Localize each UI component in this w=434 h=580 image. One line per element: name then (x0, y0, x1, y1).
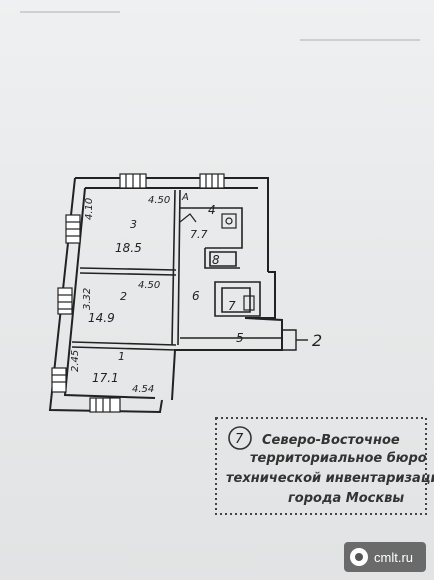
room-1-side-dim: 2.45 (70, 350, 81, 372)
stamp-line-2: территориальное бюро (250, 451, 427, 466)
room-6-number: 6 (192, 289, 200, 303)
room-5-number: 5 (236, 331, 244, 345)
room-8-number: 8 (212, 253, 220, 267)
room-2-side-dim: 3.32 (82, 288, 93, 310)
fixtures (179, 213, 255, 311)
stamp-number-circle (228, 426, 252, 450)
watermark-text: cmlt.ru (374, 549, 413, 565)
room-3-area: 18.5 (115, 241, 142, 255)
room-4-number: 4 (208, 203, 216, 217)
room-3-side-dim: 4.10 (84, 198, 95, 220)
room-1-dim: 4.54 (132, 384, 154, 395)
letter-a: А (181, 192, 189, 203)
room-1-area: 17.1 (92, 371, 119, 385)
room-1-number: 1 (118, 350, 125, 363)
room-3-number: 3 (130, 218, 137, 231)
room-2-number: 2 (120, 290, 127, 303)
site-watermark: cmlt.ru (344, 542, 426, 572)
room-2-dim: 4.50 (138, 280, 160, 291)
stamp-line-4: города Москвы (288, 491, 404, 506)
room-7-number: 7 (228, 299, 236, 313)
stamp-number: 7 (235, 432, 244, 447)
room-3-dim: 4.50 (148, 195, 170, 206)
windows (51, 173, 225, 413)
bti-stamp (215, 417, 427, 515)
interior-walls (71, 189, 282, 351)
outside-mark: 2 (312, 331, 322, 350)
camera-icon (350, 548, 368, 566)
room-2-area: 14.9 (88, 311, 115, 325)
stamp-line-1: Северо-Восточное (262, 433, 400, 448)
stamp-line-3: технической инвентаризации (226, 471, 434, 486)
outside-marker (282, 329, 308, 351)
faint-header-text (20, 11, 420, 41)
room-4-area: 7.7 (190, 228, 208, 241)
